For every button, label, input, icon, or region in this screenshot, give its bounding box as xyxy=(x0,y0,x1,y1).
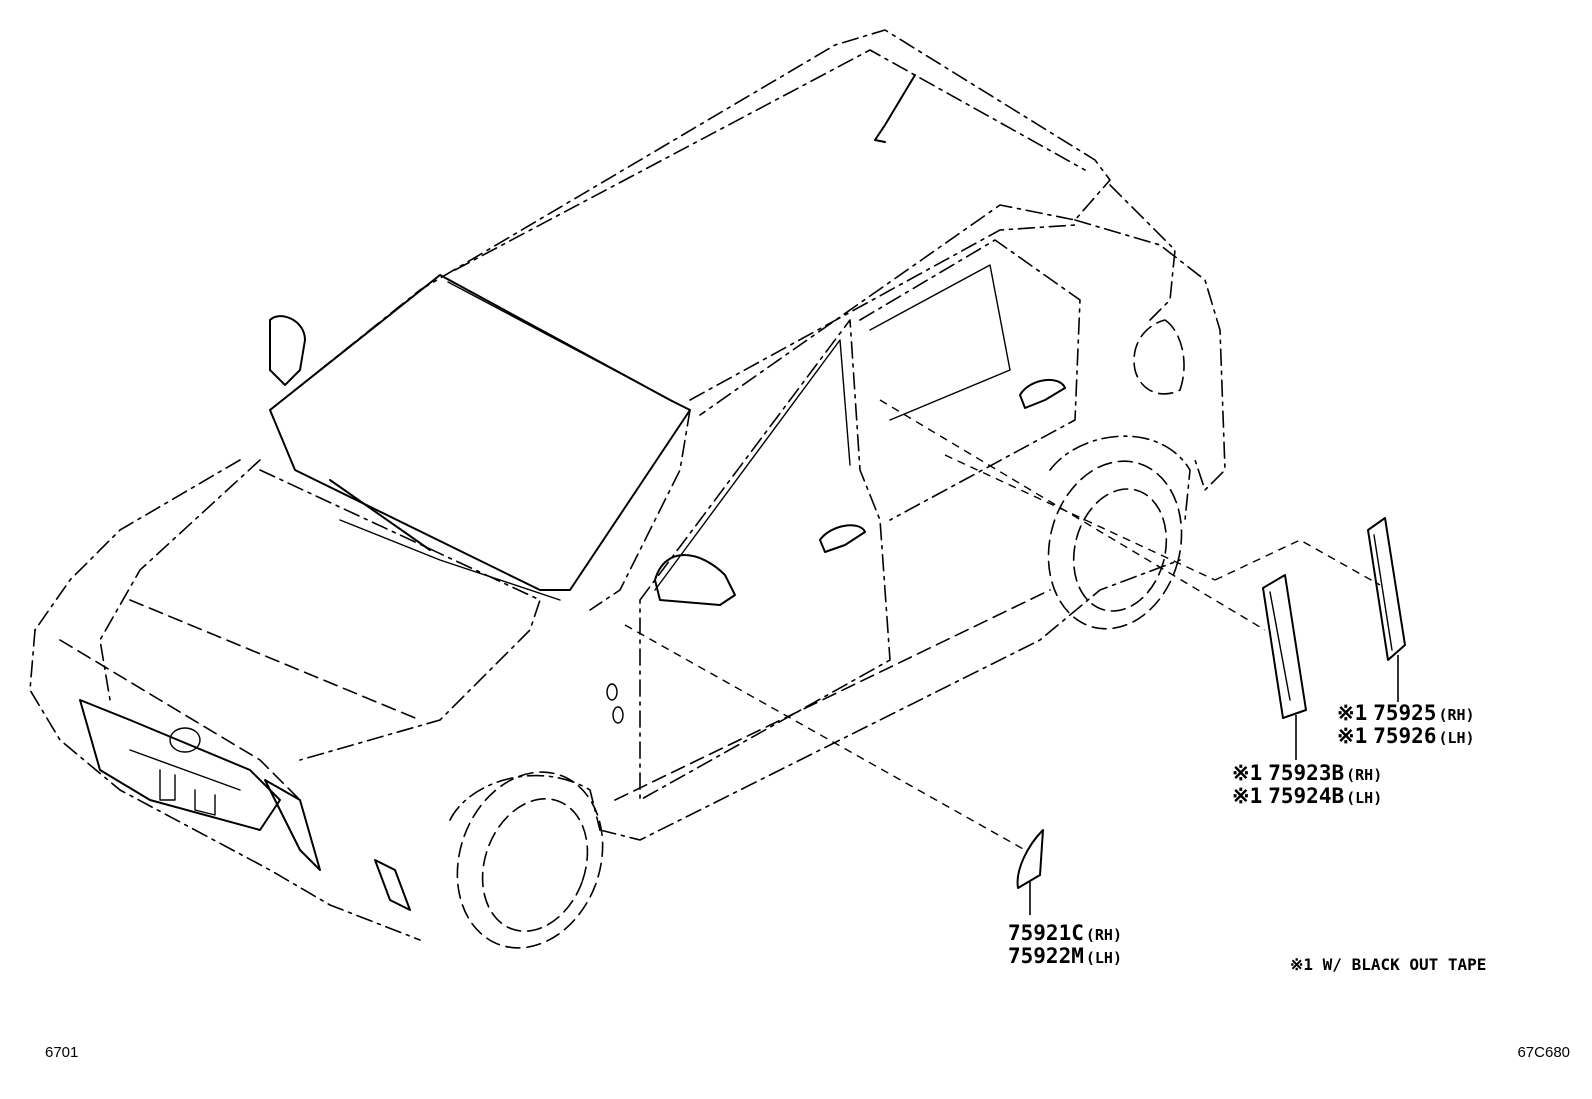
rear-pillar-rh-side: (RH) xyxy=(1438,706,1474,724)
rear-pillar-garnish xyxy=(1367,517,1406,702)
rear-pillar-rh-number: 75925 xyxy=(1373,701,1436,725)
center-pillar-lh-number: 75924B xyxy=(1268,784,1344,808)
front-triangle-garnish xyxy=(1016,829,1044,915)
page-code: 6701 xyxy=(45,1044,78,1061)
guide-lines xyxy=(624,399,1381,851)
center-pillar-garnish xyxy=(1262,574,1307,760)
rear-pillar-rh-mark: ※1 xyxy=(1337,701,1367,725)
front-triangle-lh-number: 75922M xyxy=(1008,944,1084,968)
front-triangle-lh-label: 75922M(LH) xyxy=(1008,944,1122,968)
front-triangle-rh-side: (RH) xyxy=(1086,926,1122,944)
rear-pillar-lh-number: 75926 xyxy=(1373,724,1436,748)
vehicle-outline xyxy=(29,29,1226,949)
center-pillar-rh-number: 75923B xyxy=(1268,761,1344,785)
rear-pillar-lh-side: (LH) xyxy=(1438,729,1474,747)
front-triangle-lh-side: (LH) xyxy=(1086,949,1122,967)
footnote: ※1 W/ BLACK OUT TAPE xyxy=(1290,955,1486,974)
center-pillar-rh-mark: ※1 xyxy=(1232,761,1262,785)
center-pillar-lh-side: (LH) xyxy=(1346,789,1382,807)
center-pillar-rh-side: (RH) xyxy=(1346,766,1382,784)
front-triangle-rh-number: 75921C xyxy=(1008,921,1084,945)
center-pillar-lh-mark: ※1 xyxy=(1232,784,1262,808)
front-triangle-rh-label: 75921C(RH) xyxy=(1008,921,1122,945)
figure-code: 67C680 xyxy=(1517,1044,1570,1061)
rear-pillar-lh-mark: ※1 xyxy=(1337,724,1367,748)
